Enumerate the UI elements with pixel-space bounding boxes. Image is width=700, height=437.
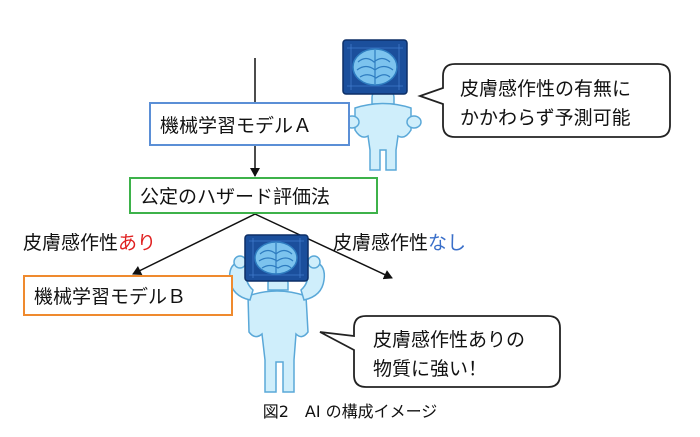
speech-bubble-b-text: 皮膚感作性ありの 物質に強い！ [373, 326, 525, 384]
speech-bubble-b-line-1: 皮膚感作性ありの [373, 329, 526, 351]
branch-label-yes: 皮膚感作性あり [23, 228, 156, 255]
speech-bubble-a-line-2: かかわらず予測可能 [460, 107, 631, 129]
arrow-evaluation-to-no [254, 213, 393, 280]
model-a-label: 機械学習モデルＡ [160, 114, 313, 137]
speech-bubble-b [319, 315, 561, 388]
evaluation-label: 公定のハザード評価法 [140, 186, 331, 208]
robot-brain-icon [342, 39, 422, 171]
speech-bubble-a-text: 皮膚感作性の有無に かかわらず予測可能 [460, 75, 631, 133]
model-b-label: 機械学習モデルＢ [34, 286, 187, 308]
speech-bubble-a-line-1: 皮膚感作性の有無に [460, 78, 632, 100]
branch-label-no: 皮膚感作性なし [333, 228, 466, 255]
speech-bubble-a [417, 63, 671, 138]
figure-caption: 図2 AI の構成イメージ [262, 402, 438, 421]
robot-brain-flexing-icon [228, 234, 326, 393]
branch-yes-highlight: あり [118, 232, 157, 254]
model-b-box: 機械学習モデルＢ [23, 275, 233, 316]
branch-no-highlight: なし [428, 232, 467, 254]
evaluation-box: 公定のハザード評価法 [129, 177, 378, 214]
speech-bubble-b-line-2: 物質に強い！ [373, 358, 488, 380]
branch-yes-prefix: 皮膚感作性 [23, 232, 119, 254]
branch-no-prefix: 皮膚感作性 [333, 232, 429, 254]
model-a-box: 機械学習モデルＡ [149, 102, 350, 146]
arrow-evaluation-to-model-b [132, 213, 256, 275]
